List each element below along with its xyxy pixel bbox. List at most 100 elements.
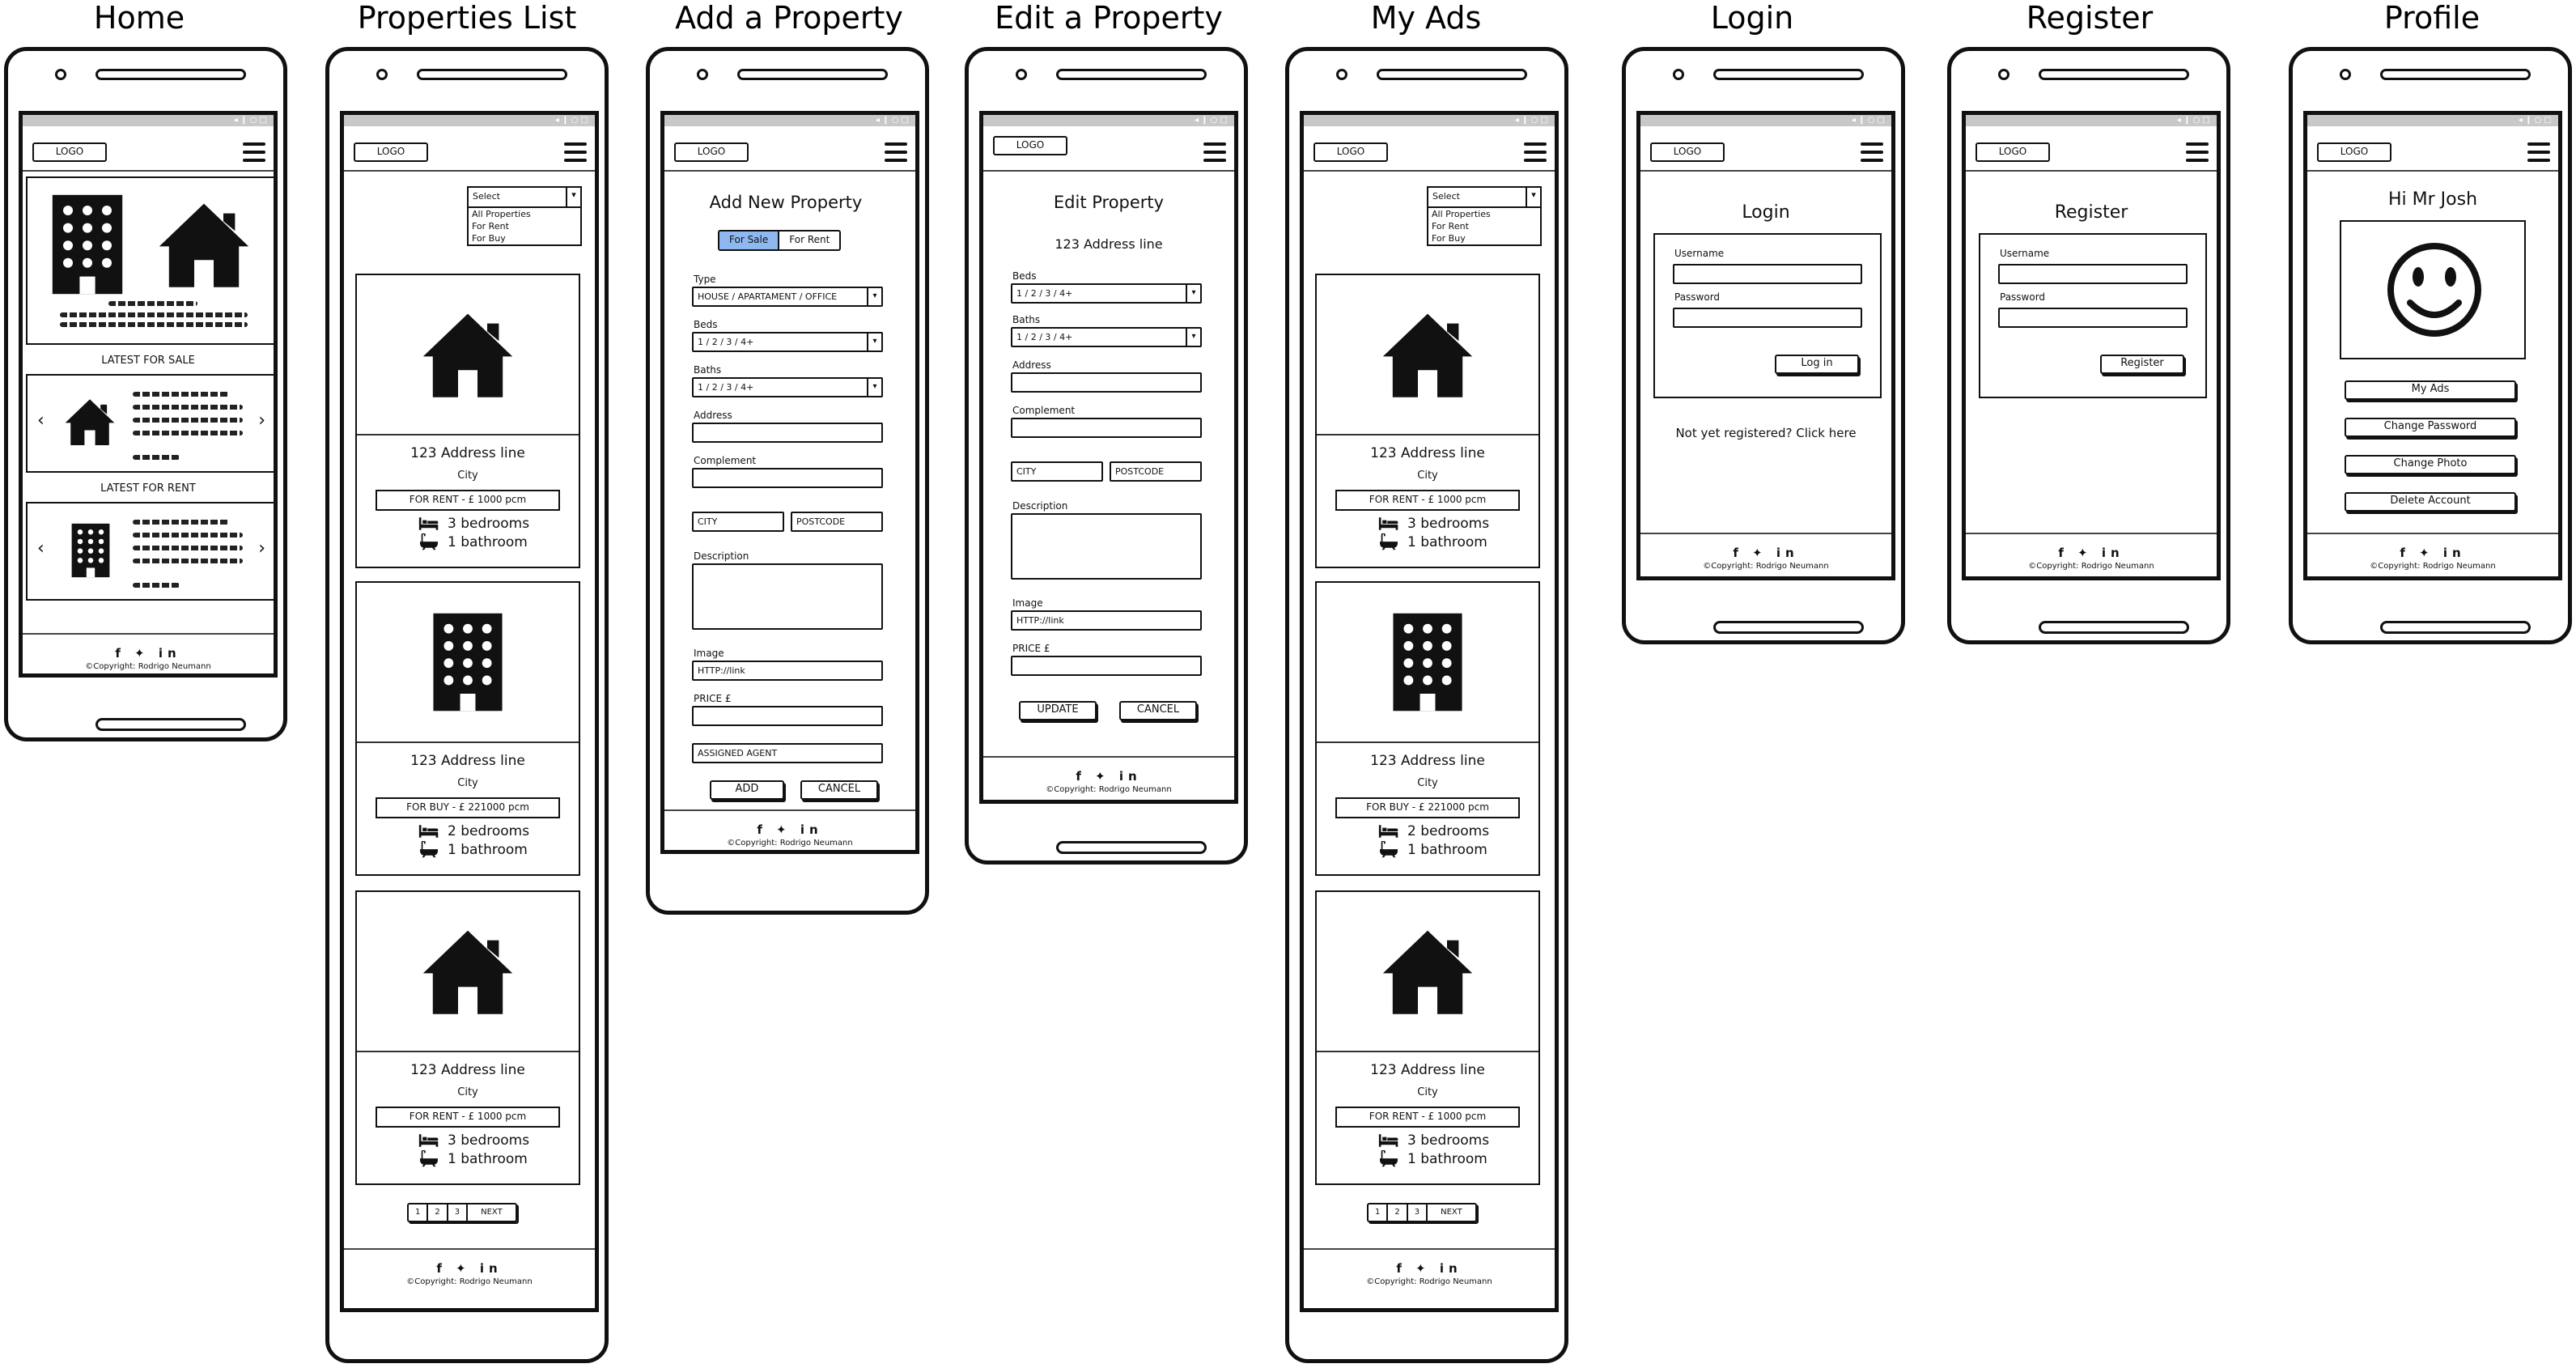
hamburger-menu-icon[interactable] — [1861, 142, 1883, 162]
beds-select[interactable]: 1 / 2 / 3 / 4+▾ — [1011, 283, 1202, 304]
toggle-for-rent[interactable]: For Rent — [789, 234, 830, 245]
social-icons[interactable]: f ✦ in — [436, 1261, 503, 1276]
complement-input[interactable] — [692, 468, 883, 488]
logo[interactable]: LOGO — [2317, 142, 2391, 162]
description-label: Description — [694, 550, 749, 562]
sale-rent-toggle[interactable]: For Sale For Rent — [718, 230, 842, 251]
username-input[interactable] — [1998, 264, 2188, 284]
social-icons[interactable]: f ✦ in — [757, 822, 823, 837]
change-password-button[interactable]: Change Password — [2345, 418, 2516, 437]
hamburger-menu-icon[interactable] — [885, 142, 907, 162]
password-input[interactable] — [1673, 308, 1862, 328]
camera-icon — [1336, 69, 1347, 80]
chevron-right-icon[interactable]: › — [258, 538, 265, 559]
social-icons[interactable]: f ✦ in — [1396, 1261, 1462, 1276]
property-card[interactable]: 123 Address line City FOR BUY - £ 221000… — [355, 581, 580, 876]
logo[interactable]: LOGO — [674, 142, 749, 162]
filter-option[interactable]: All Properties — [472, 209, 531, 219]
city-input[interactable]: CITY — [692, 512, 784, 532]
postcode-input[interactable]: POSTCODE — [1110, 461, 1202, 482]
social-icons[interactable]: f ✦ in — [115, 646, 181, 661]
filter-option[interactable]: For Buy — [1432, 233, 1466, 244]
page-next[interactable]: NEXT — [1441, 1208, 1462, 1217]
logo[interactable]: LOGO — [993, 136, 1067, 155]
hamburger-menu-icon[interactable] — [243, 142, 265, 162]
page-3[interactable]: 3 — [448, 1204, 469, 1221]
status-bar: ◂ ❙ ○ □ — [2307, 115, 2558, 126]
building-icon — [426, 610, 510, 715]
logo[interactable]: LOGO — [354, 142, 428, 162]
username-input[interactable] — [1673, 264, 1862, 284]
assigned-agent-input[interactable]: ASSIGNED AGENT — [692, 743, 883, 763]
hamburger-menu-icon[interactable] — [2527, 142, 2550, 162]
filter-option[interactable]: For Rent — [1432, 221, 1469, 232]
social-icons[interactable]: f ✦ in — [1076, 769, 1142, 784]
page-2[interactable]: 2 — [1388, 1204, 1408, 1221]
complement-input[interactable] — [1011, 418, 1202, 438]
hamburger-menu-icon[interactable] — [1203, 142, 1226, 162]
baths-select[interactable]: 1 / 2 / 3 / 4+▾ — [1011, 327, 1202, 347]
page-3[interactable]: 3 — [1408, 1204, 1428, 1221]
filter-dropdown[interactable]: Select▾ All Properties For Rent For Buy — [467, 186, 582, 246]
page-title: Login — [1742, 202, 1790, 223]
status-bar: ◂ ❙ ○ □ — [1966, 115, 2217, 126]
add-button[interactable]: ADD — [710, 780, 784, 800]
social-icons[interactable]: f ✦ in — [2058, 546, 2124, 560]
password-input[interactable] — [1998, 308, 2188, 328]
login-form: Username Password Log in — [1653, 233, 1882, 398]
speaker-icon — [2039, 69, 2189, 80]
postcode-input[interactable]: POSTCODE — [791, 512, 883, 532]
social-icons[interactable]: f ✦ in — [1733, 546, 1799, 560]
hamburger-menu-icon[interactable] — [2186, 142, 2209, 162]
chevron-right-icon[interactable]: › — [258, 410, 265, 431]
property-card[interactable]: 123 Address line City FOR BUY - £ 221000… — [1315, 581, 1540, 876]
chevron-left-icon[interactable]: ‹ — [37, 538, 45, 559]
latest-for-sale-heading: LATEST FOR SALE — [101, 355, 195, 367]
property-card[interactable]: 123 Address line City FOR RENT - £ 1000 … — [1315, 890, 1540, 1185]
my-ads-button[interactable]: My Ads — [2345, 380, 2516, 400]
login-button[interactable]: Log in — [1775, 355, 1859, 374]
address-input[interactable] — [692, 423, 883, 443]
cancel-button[interactable]: CANCEL — [1119, 701, 1197, 720]
register-link[interactable]: Not yet registered? Click here — [1675, 426, 1857, 440]
description-textarea[interactable] — [1011, 513, 1202, 580]
header: LOGO — [664, 126, 915, 172]
city-input[interactable]: CITY — [1011, 461, 1103, 482]
status-bar: ◂ ❙ ○ □ — [1640, 115, 1891, 126]
toggle-for-sale[interactable]: For Sale — [719, 232, 780, 249]
beds-select[interactable]: 1 / 2 / 3 / 4+▾ — [692, 332, 883, 352]
page-2[interactable]: 2 — [428, 1204, 448, 1221]
filter-option[interactable]: For Rent — [472, 221, 509, 232]
page-1[interactable]: 1 — [409, 1204, 429, 1221]
register-button[interactable]: Register — [2100, 355, 2184, 374]
page-1[interactable]: 1 — [1369, 1204, 1389, 1221]
type-select[interactable]: HOUSE / APARTAMENT / OFFICE▾ — [692, 287, 883, 307]
filter-option[interactable]: All Properties — [1432, 209, 1491, 219]
update-button[interactable]: UPDATE — [1019, 701, 1097, 720]
logo[interactable]: LOGO — [1650, 142, 1725, 162]
logo[interactable]: LOGO — [32, 142, 107, 162]
hamburger-menu-icon[interactable] — [1524, 142, 1547, 162]
address-input[interactable] — [1011, 372, 1202, 393]
property-card[interactable]: 123 Address line City FOR RENT - £ 1000 … — [1315, 274, 1540, 568]
avatar[interactable] — [2340, 220, 2526, 359]
property-card[interactable]: 123 Address line City FOR RENT - £ 1000 … — [355, 274, 580, 568]
chevron-left-icon[interactable]: ‹ — [37, 410, 45, 431]
price-input[interactable] — [1011, 656, 1202, 676]
property-card[interactable]: 123 Address line City FOR RENT - £ 1000 … — [355, 890, 580, 1185]
change-photo-button[interactable]: Change Photo — [2345, 455, 2516, 474]
description-textarea[interactable] — [692, 563, 883, 630]
hamburger-menu-icon[interactable] — [564, 142, 587, 162]
image-input[interactable]: HTTP://link — [692, 661, 883, 681]
logo[interactable]: LOGO — [1313, 142, 1388, 162]
social-icons[interactable]: f ✦ in — [2400, 546, 2466, 560]
delete-account-button[interactable]: Delete Account — [2345, 492, 2516, 512]
cancel-button[interactable]: CANCEL — [800, 780, 878, 800]
filter-dropdown[interactable]: Select▾ All Properties For Rent For Buy — [1427, 186, 1542, 246]
logo[interactable]: LOGO — [1975, 142, 2050, 162]
filter-option[interactable]: For Buy — [472, 233, 506, 244]
image-input[interactable]: HTTP://link — [1011, 610, 1202, 631]
page-next[interactable]: NEXT — [481, 1208, 503, 1217]
baths-select[interactable]: 1 / 2 / 3 / 4+▾ — [692, 377, 883, 397]
price-input[interactable] — [692, 706, 883, 726]
